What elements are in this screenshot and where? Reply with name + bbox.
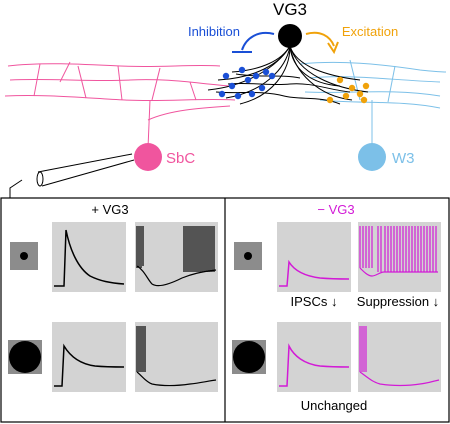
ipsc-trace-small-without <box>279 259 350 287</box>
panel-ipsc-large-without <box>277 322 351 392</box>
panel-ipsc-small-without <box>277 222 351 292</box>
stimulus-large-spot-left <box>8 340 42 374</box>
stimulus-large-spot-right <box>232 340 266 374</box>
inhibition-label: Inhibition <box>188 24 240 39</box>
ipsc-trace-large-with <box>54 343 125 387</box>
suppression-reduced-label: Suppression ↓ <box>357 294 439 309</box>
ipsc-trace-small-with <box>54 229 125 287</box>
unchanged-label: Unchanged <box>301 398 368 413</box>
inhibitory-synapses <box>218 66 276 100</box>
spike-trace-small-without <box>359 226 438 277</box>
circuit-schematic: VG3 Inhibition Excitation SbC W3 <box>4 0 447 198</box>
vg3-label: VG3 <box>273 0 307 19</box>
ipsc-trace-large-without <box>279 343 350 387</box>
excitation-arrow <box>305 31 335 47</box>
w3-label: W3 <box>392 150 415 167</box>
inhibition-arrow <box>241 32 275 51</box>
stimulus-small-spot-right <box>234 242 262 270</box>
panel-spikes-large-without <box>358 322 441 392</box>
panel-spikes-large-with <box>135 322 218 392</box>
recording-electrode <box>9 153 135 198</box>
spike-trace-large-without <box>359 326 440 387</box>
w3-soma <box>358 143 386 171</box>
spike-trace-large-with <box>136 326 217 387</box>
sbc-soma <box>134 143 162 171</box>
sbc-label: SbC <box>166 150 195 167</box>
vg3-soma <box>278 24 302 48</box>
sbc-dendrites <box>4 61 236 149</box>
stimulus-small-spot-left <box>10 242 38 270</box>
excitation-label: Excitation <box>342 24 398 39</box>
panel-ipsc-large-with <box>52 322 126 392</box>
excitatory-synapses <box>326 76 370 104</box>
excitation-arrowhead <box>327 41 339 55</box>
without-vg3-header: − VG3 <box>317 202 354 217</box>
spike-trace-small-with <box>136 226 217 287</box>
ipscs-reduced-label: IPSCs ↓ <box>291 294 338 309</box>
panel-ipsc-small-with <box>52 222 126 292</box>
with-vg3-header: + VG3 <box>91 202 128 217</box>
vg3-dendrites <box>207 45 369 105</box>
w3-dendrites <box>299 59 447 148</box>
